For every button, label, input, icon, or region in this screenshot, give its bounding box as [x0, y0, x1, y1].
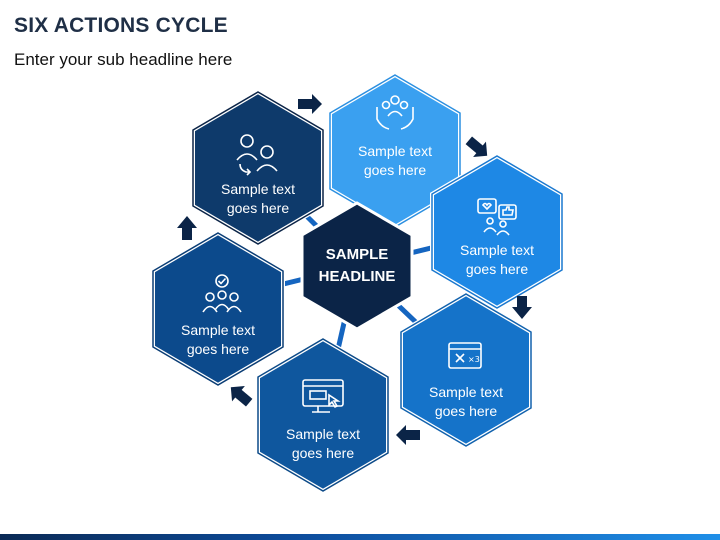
calendar-deadline-icon: ×3	[448, 342, 482, 369]
svg-text:×3: ×3	[468, 355, 480, 364]
center-headline: SAMPLE HEADLINE	[302, 244, 412, 288]
arrow-1-to-2	[298, 94, 322, 114]
arrow-4-to-5	[396, 425, 420, 445]
step-2-line1: Sample text	[358, 143, 432, 159]
arrow-3-to-4	[512, 296, 532, 319]
center-line2: HEADLINE	[318, 268, 396, 285]
web-click-icon	[302, 379, 344, 413]
step-1-line1: Sample text	[221, 181, 295, 197]
step-4-line2: goes here	[434, 403, 498, 419]
business-people-swap-icon	[236, 134, 278, 176]
team-in-hands-icon	[376, 95, 414, 130]
step-5-line1: Sample text	[286, 426, 360, 442]
step-4-hexagon	[399, 291, 533, 449]
step-1-hexagon	[191, 89, 325, 247]
page-title: SIX ACTIONS CYCLE	[14, 14, 228, 37]
step-2-line2: goes here	[363, 162, 427, 178]
step-5-label: Sample text goes here	[268, 425, 378, 463]
arrow-6-to-1	[177, 216, 197, 240]
step-5-hexagon	[256, 336, 390, 494]
cycle-arrows	[177, 94, 532, 445]
arrow-5-to-6	[230, 386, 253, 407]
step-1-label: Sample text goes here	[203, 180, 313, 218]
center-line1: SAMPLE	[325, 246, 389, 263]
step-6-line2: goes here	[186, 341, 250, 357]
step-4-label: Sample text goes here	[411, 383, 521, 421]
step-3-hexagon	[430, 153, 564, 311]
arrow-2-to-3	[465, 136, 488, 157]
step-3-label: Sample text goes here	[442, 241, 552, 279]
step-6-hexagon	[151, 230, 285, 388]
step-3-line2: goes here	[465, 261, 529, 277]
social-feedback-icon	[477, 198, 517, 236]
step-2-label: Sample text goes here	[340, 142, 450, 180]
step-6-label: Sample text goes here	[163, 321, 273, 359]
step-6-line1: Sample text	[181, 322, 255, 338]
page-subtitle: Enter your sub headline here	[14, 50, 233, 69]
step-3-line1: Sample text	[460, 242, 534, 258]
step-1-line2: goes here	[226, 200, 290, 216]
center-hexagon	[300, 201, 414, 331]
approved-team-icon	[202, 274, 242, 313]
bottom-accent-bar	[0, 534, 720, 540]
step-5-line2: goes here	[291, 445, 355, 461]
step-4-line1: Sample text	[429, 384, 503, 400]
